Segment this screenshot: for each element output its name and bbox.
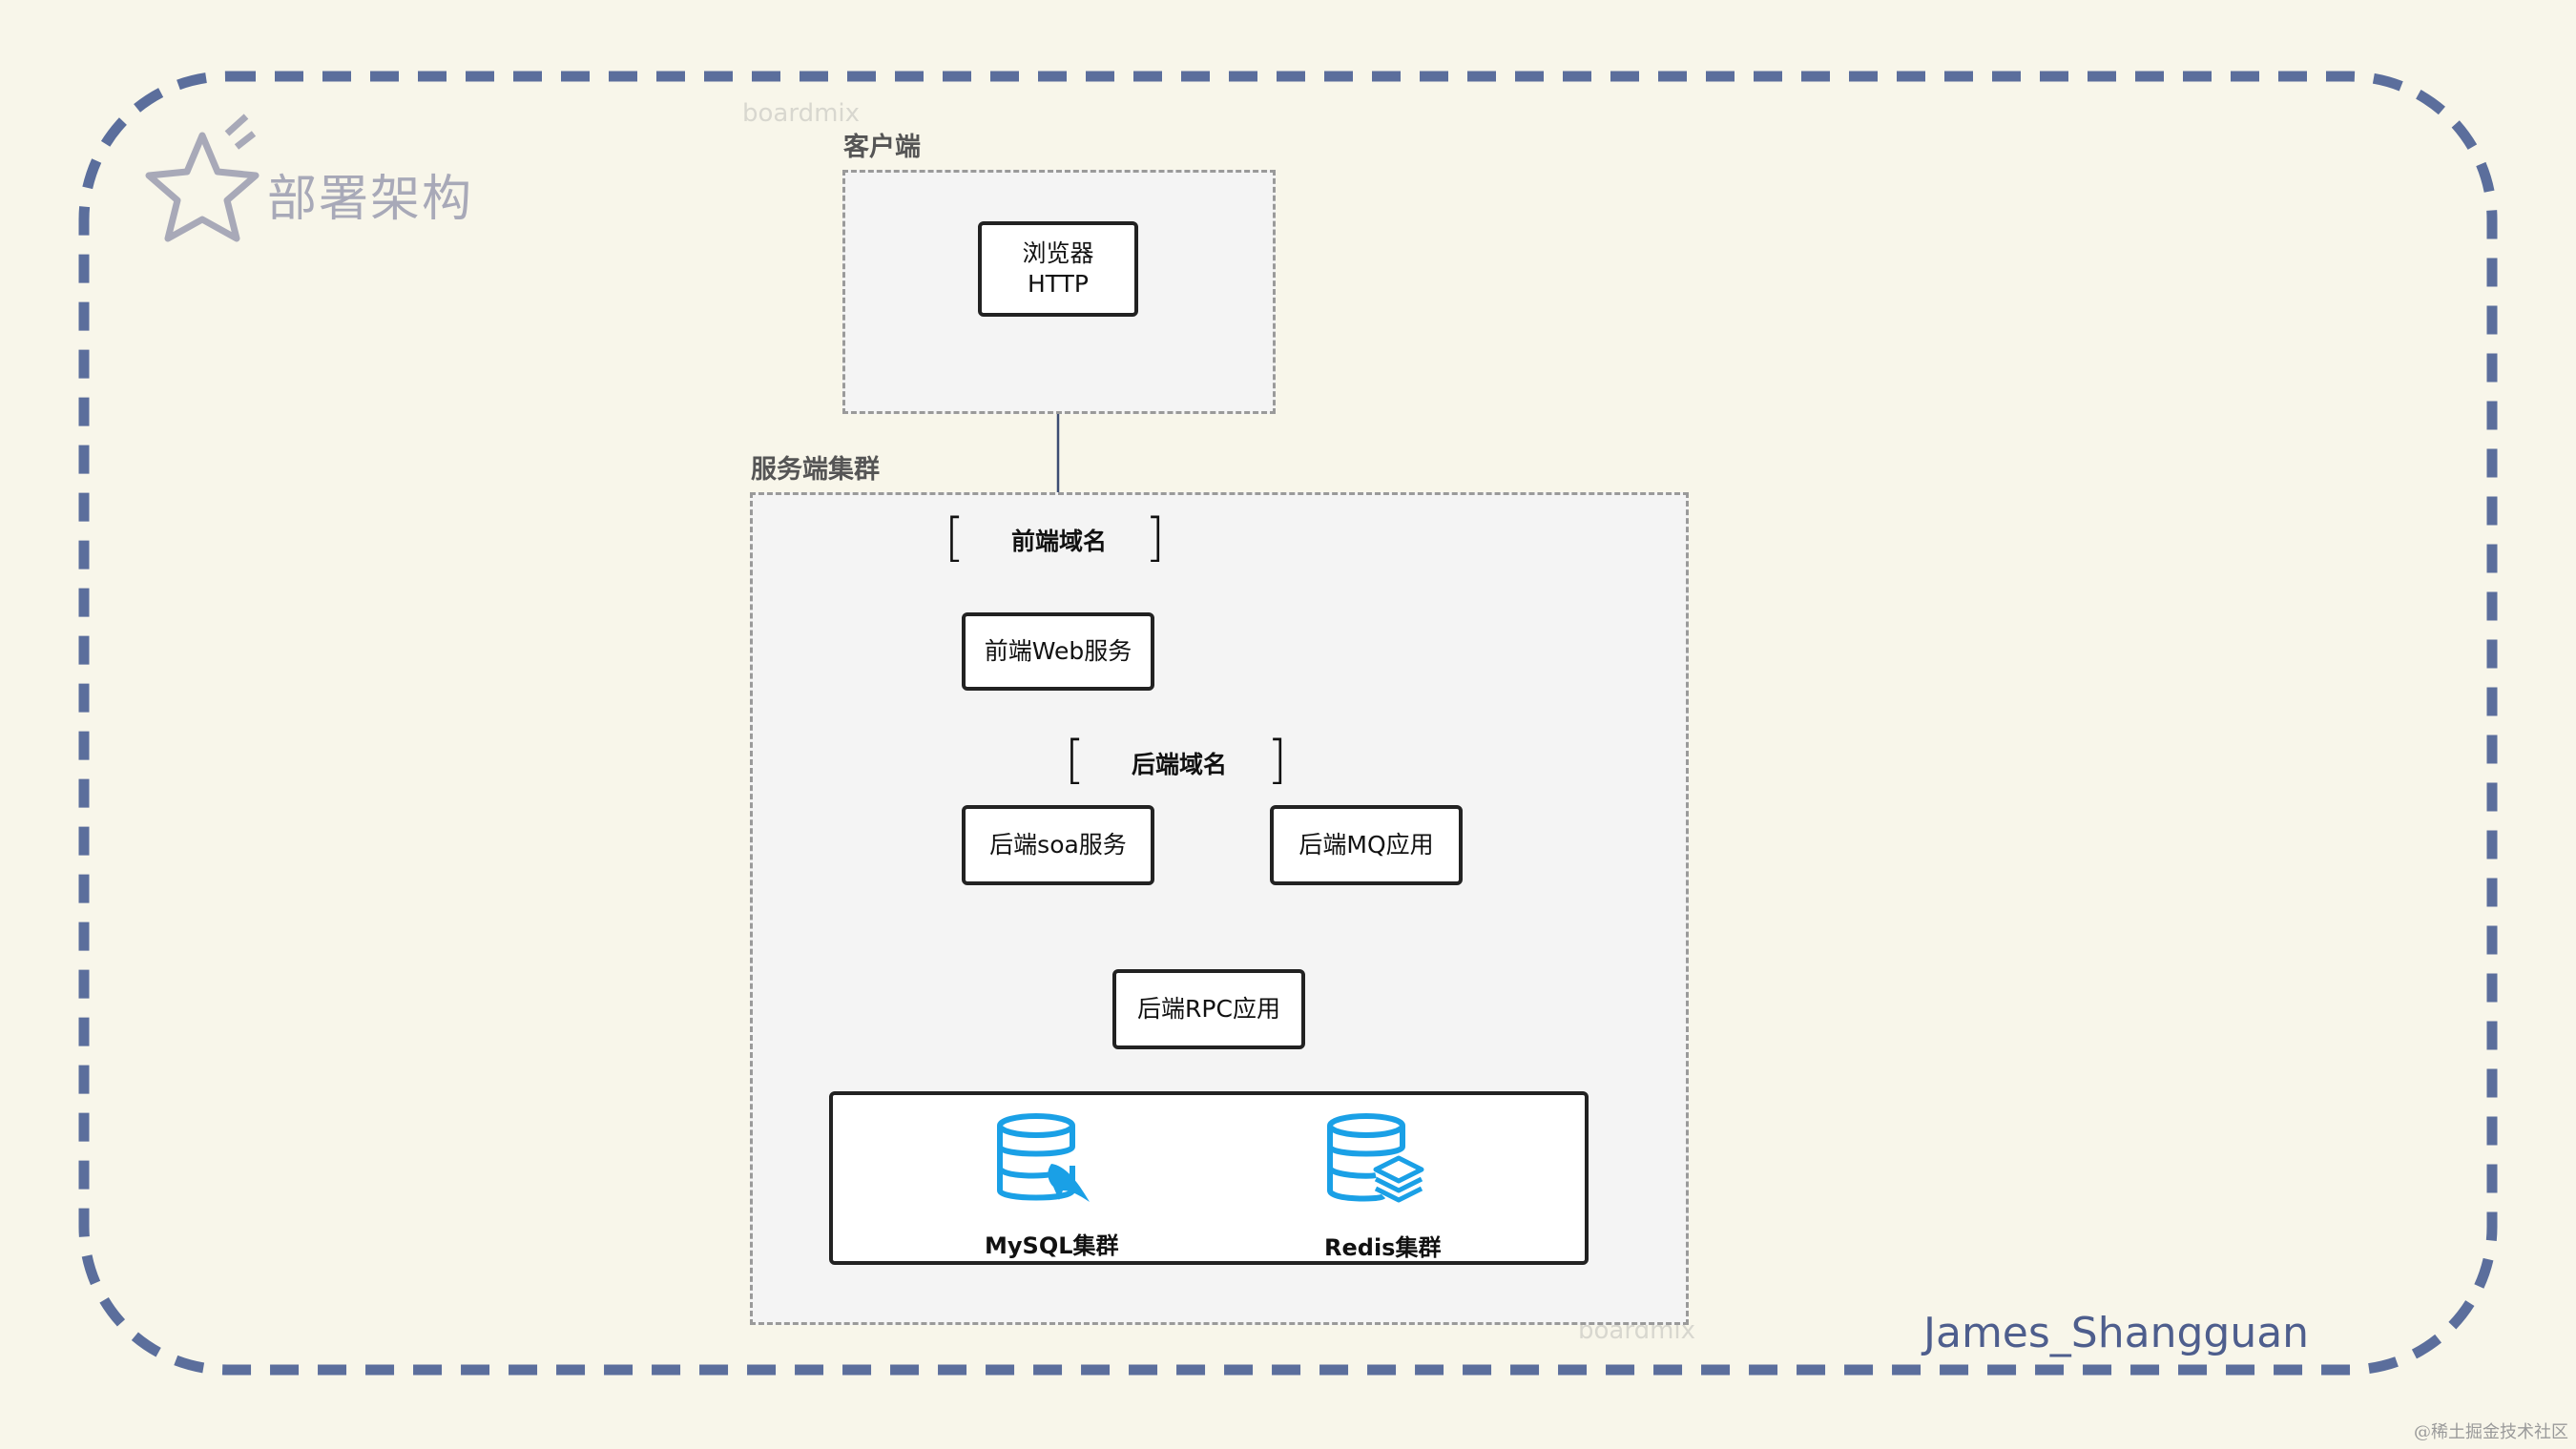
redis-database-icon (1327, 1113, 1424, 1203)
browser-node-protocol: HTTP (1028, 270, 1089, 298)
mysql-cluster-label: MySQL集群 (985, 1232, 1119, 1259)
backend-mq-node[interactable]: 后端MQ应用 (1270, 805, 1463, 885)
storage-cluster-box[interactable] (829, 1091, 1589, 1265)
mysql-database-icon (997, 1113, 1090, 1202)
backend-soa-node-label: 后端soa服务 (989, 830, 1127, 859)
frontend-web-node-label: 前端Web服务 (984, 636, 1132, 665)
frontend-domain-label: 前端域名 (1011, 528, 1108, 555)
redis-cluster-label: Redis集群 (1324, 1234, 1442, 1261)
frontend-domain-bracket-right: ] (1145, 507, 1166, 568)
backend-rpc-node[interactable]: 后端RPC应用 (1112, 969, 1305, 1049)
backend-soa-node[interactable]: 后端soa服务 (962, 805, 1154, 885)
backend-domain-bracket-left: [ (1065, 730, 1086, 790)
backend-domain-label: 后端域名 (1132, 751, 1228, 778)
backend-rpc-node-label: 后端RPC应用 (1137, 994, 1280, 1023)
page-title: 部署架构 (267, 171, 474, 228)
browser-node-label: 浏览器 (1022, 238, 1094, 267)
site-credit: @稀土掘金技术社区 (2414, 1422, 2568, 1442)
backend-mq-node-label: 后端MQ应用 (1298, 830, 1434, 859)
watermark: boardmix (742, 99, 861, 128)
outer-dashed-frame (78, 71, 2498, 1376)
client-group-label: 客户端 (843, 133, 921, 162)
backend-domain-bracket-right: ] (1267, 730, 1288, 790)
star-icon (145, 114, 260, 242)
browser-node[interactable]: 浏览器 HTTP (978, 221, 1138, 317)
frontend-web-node[interactable]: 前端Web服务 (962, 612, 1154, 691)
frontend-domain-bracket-left: [ (945, 507, 966, 568)
server-group-label: 服务端集群 (751, 455, 880, 485)
author-signature: James_Shangguan (1923, 1309, 2310, 1357)
